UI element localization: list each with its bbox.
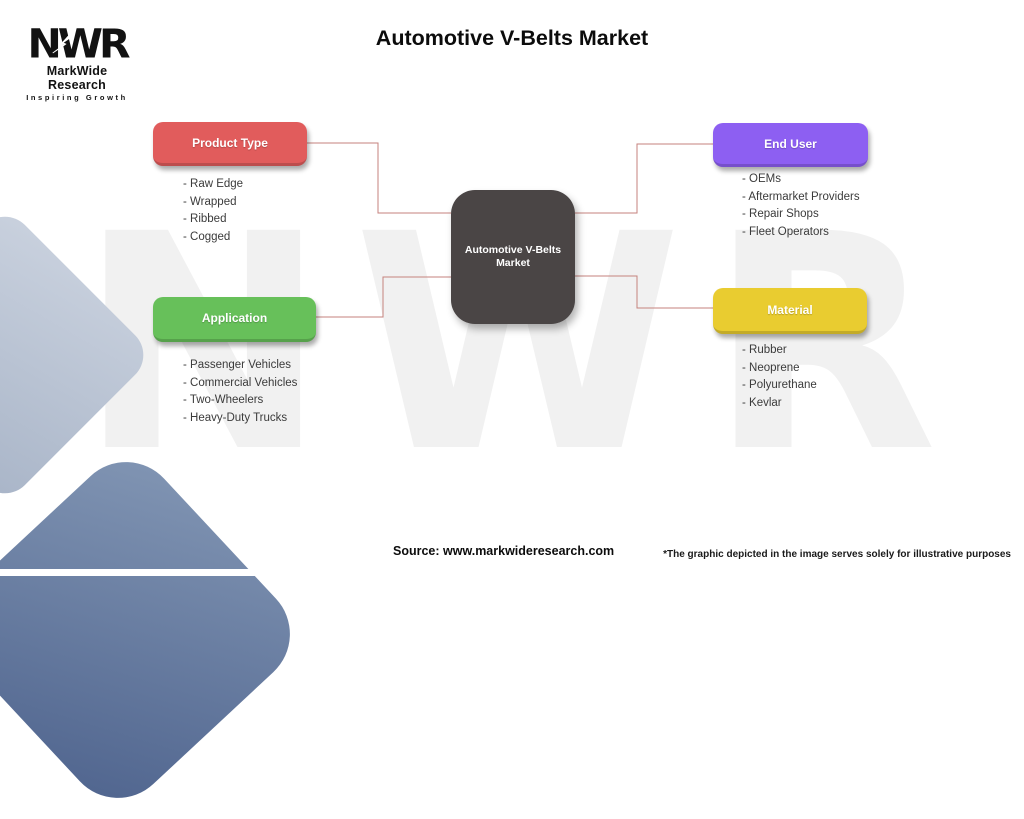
list-item: - Polyurethane xyxy=(742,379,817,391)
list-item: - Aftermarket Providers xyxy=(742,190,860,203)
disclaimer-text: *The graphic depicted in the image serve… xyxy=(663,549,1011,560)
list-item: - OEMs xyxy=(742,173,781,185)
list-item: - Commercial Vehicles xyxy=(183,376,298,389)
branch-box-end-user: End User xyxy=(713,123,868,167)
connector-lines xyxy=(307,142,713,318)
list-item: - Heavy-Duty Trucks xyxy=(183,411,288,424)
logo-tagline: Inspiring Growth xyxy=(26,93,128,102)
list-item: - Fleet Operators xyxy=(742,225,829,238)
branch-list-application: - Passenger Vehicles - Commercial Vehicle… xyxy=(183,357,297,427)
branch-label: Application xyxy=(201,311,268,325)
logo-company-name: MarkWide Research xyxy=(46,64,108,92)
logo-mark-icon: NWR xyxy=(27,20,130,68)
branch-list-product-type: - Raw Edge - Wrapped - Ribbed - Cogged xyxy=(183,176,243,246)
list-item: - Rubber xyxy=(742,344,787,356)
connector-product-type xyxy=(307,142,451,214)
center-node: Automotive V-Belts Market xyxy=(451,190,575,324)
list-item: - Neoprene xyxy=(742,361,800,374)
list-item: - Kevlar xyxy=(742,396,782,409)
logo-mark-letters: NWR xyxy=(27,20,130,68)
center-node-label: Automotive V-Belts Market xyxy=(464,244,562,269)
list-item: - Cogged xyxy=(183,230,231,243)
list-item: - Wrapped xyxy=(183,195,237,208)
branch-box-application: Application xyxy=(153,297,316,342)
source-text: Source: www.markwideresearch.com xyxy=(393,544,615,558)
list-item: - Raw Edge xyxy=(183,178,244,190)
branch-box-product-type: Product Type xyxy=(153,122,307,166)
list-item: - Two-Wheelers xyxy=(183,394,264,406)
branch-box-material: Material xyxy=(713,288,867,334)
list-item: - Passenger Vehicles xyxy=(183,359,292,371)
branch-label: Material xyxy=(767,302,813,317)
branch-label: End User xyxy=(764,136,817,151)
branch-list-end-user: - OEMs - Aftermarket Providers - Repair Sh… xyxy=(742,171,860,241)
connector-end-user xyxy=(575,143,713,214)
list-item: - Ribbed xyxy=(183,213,227,225)
page-title: Automotive V-Belts Market xyxy=(375,26,649,50)
bottom-white-margin xyxy=(0,569,1024,576)
connector-material xyxy=(575,275,713,309)
branch-label: Product Type xyxy=(192,135,268,150)
branch-list-material: - Rubber - Neoprene - Polyurethane - Kevlar xyxy=(742,342,817,412)
list-item: - Repair Shops xyxy=(742,208,819,220)
markwide-research-logo: NWR MarkWide Research Inspiring Growth xyxy=(16,22,138,102)
connector-application xyxy=(316,276,451,318)
